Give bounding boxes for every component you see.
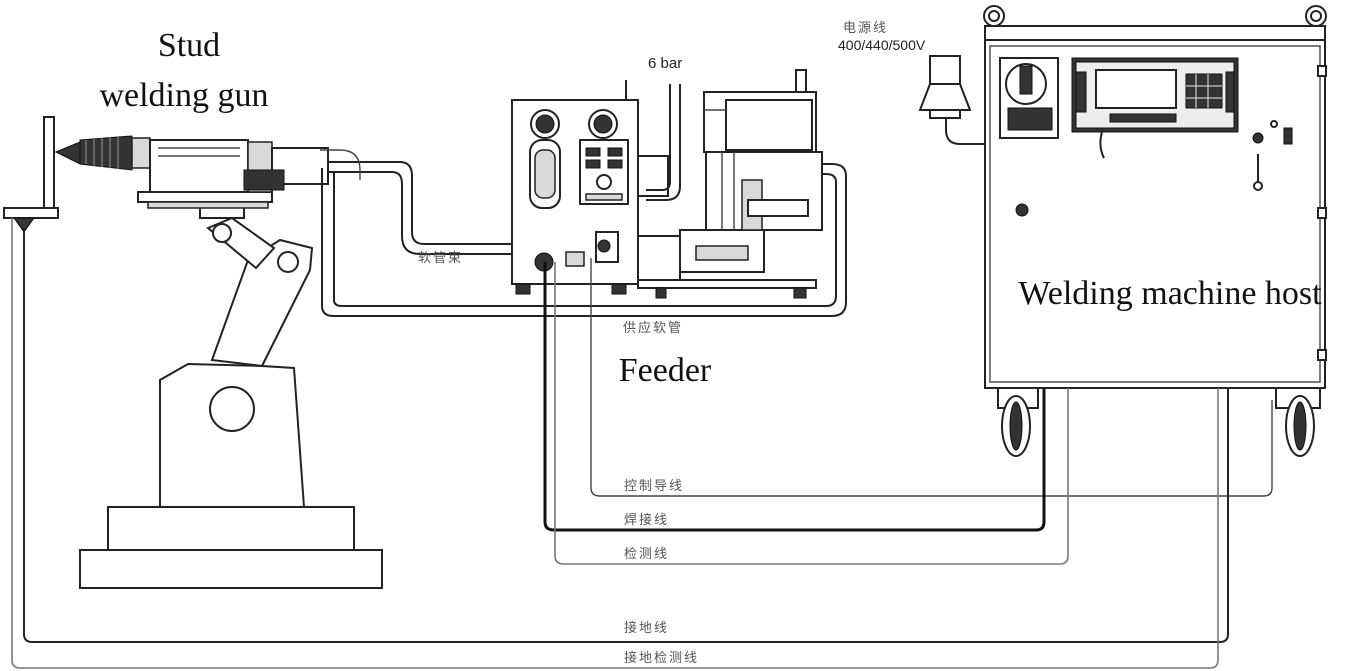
control-wire-label: 控制导线 — [624, 479, 684, 494]
pressure-label: 6 bar — [648, 55, 682, 72]
stud-welding-gun — [54, 135, 329, 209]
hose-bundle — [320, 149, 549, 255]
gun-title-line2: welding gun — [99, 77, 268, 114]
supply-hose-label: 供应软管 — [623, 320, 683, 336]
cables — [11, 218, 1273, 669]
detection-wire-label: 检测线 — [624, 547, 669, 562]
voltage-label: 400/440/500V — [838, 37, 926, 53]
feeder-unit — [511, 69, 823, 299]
workpiece — [3, 116, 59, 233]
welding-machine-host — [918, 5, 1327, 457]
hose-bundle-label: 软管束 — [418, 251, 463, 266]
ground-wire-label: 接地线 — [624, 620, 669, 636]
power-line-label: 电源线 — [843, 21, 888, 36]
robot-arm — [79, 199, 383, 589]
gun-title-line1: Stud — [158, 27, 220, 64]
welding-wire-label: 焊接线 — [624, 512, 669, 528]
host-title: Welding machine host — [1018, 275, 1322, 312]
supply-hose — [321, 163, 847, 317]
ground-detection-wire-label: 接地检测线 — [624, 650, 699, 666]
feeder-title: Feeder — [619, 352, 712, 389]
